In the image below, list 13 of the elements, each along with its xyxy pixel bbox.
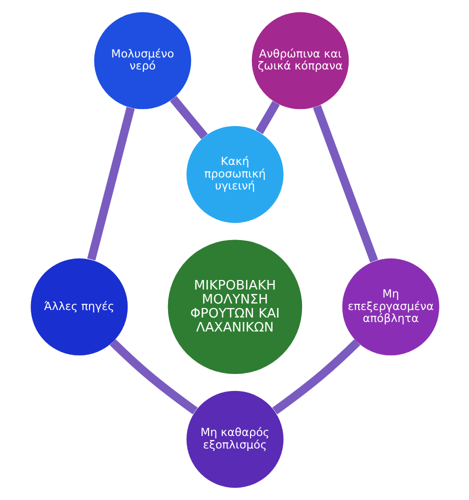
node-circle: Ανθρώπινα και ζωικά κόπρανα — [251, 12, 348, 110]
node-circle: Μη επεξεργασμένα απόβλητα — [342, 258, 439, 356]
node-circle: Άλλες πηγές — [30, 258, 128, 356]
node-circle: Μη καθαρός εξοπλισμός — [186, 390, 283, 488]
connector — [109, 339, 198, 414]
node-circle: Κακή προσωπική υγιεινή — [186, 126, 283, 223]
connector — [312, 104, 378, 262]
connector — [255, 100, 280, 134]
node-circle: ΜΙΚΡΟΒΙΑΚΗ ΜΟΛΥΝΣΗ ΦΡΟΥΤΩΝ ΚΑΙ ΛΑΧΑΝΙΚΩΝ — [167, 240, 302, 374]
node-circle: Μολυσμένο νερό — [94, 12, 191, 110]
connector — [169, 96, 208, 140]
connector — [86, 106, 134, 261]
connector — [272, 339, 360, 414]
